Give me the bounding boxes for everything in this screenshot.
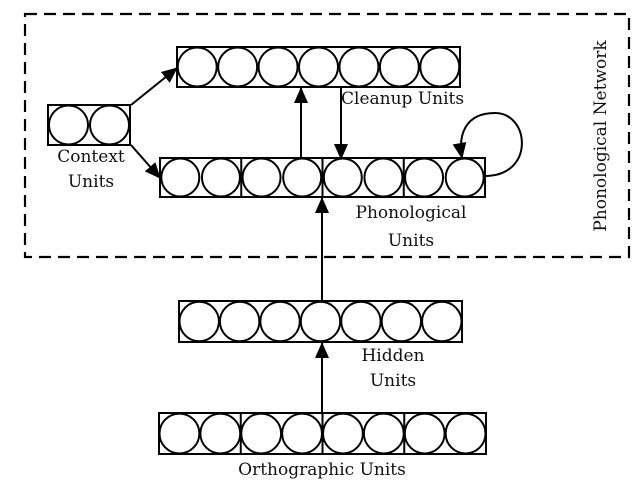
hidden-unit bbox=[259, 300, 301, 343]
cleanup-units-layer bbox=[176, 46, 461, 88]
hidden-units-label-line2: Units bbox=[370, 371, 416, 391]
phonological-units-label-line2: Units bbox=[388, 231, 434, 251]
hidden-unit bbox=[218, 300, 261, 343]
cleanup-unit bbox=[257, 46, 299, 88]
cleanup-unit bbox=[378, 46, 420, 88]
context-units-label-line1: Context bbox=[57, 147, 125, 167]
phonological-unit bbox=[363, 157, 404, 198]
hidden-unit bbox=[380, 300, 423, 343]
arrow-context-to-phonological bbox=[130, 144, 161, 179]
arrow-phonological-self-loop bbox=[452, 111, 523, 177]
phonological-unit bbox=[160, 157, 201, 198]
phonological-units-label-line1: Phonological bbox=[356, 203, 467, 223]
hidden-unit bbox=[299, 300, 342, 343]
context-unit bbox=[48, 104, 89, 146]
cleanup-unit bbox=[338, 46, 380, 88]
phonological-network-label: Phonological Network bbox=[591, 40, 611, 232]
orthographic-unit bbox=[444, 412, 487, 455]
arrow-context-to-cleanup bbox=[130, 67, 178, 106]
orthographic-units-label: Orthographic Units bbox=[238, 460, 406, 480]
phonological-unit bbox=[282, 157, 323, 198]
cleanup-layer-box bbox=[176, 46, 461, 88]
phonological-unit bbox=[200, 157, 241, 198]
cleanup-units-label: Cleanup Units bbox=[341, 89, 464, 109]
phonological-unit bbox=[241, 157, 282, 198]
cleanup-unit bbox=[176, 46, 218, 88]
context-units-layer bbox=[47, 104, 131, 146]
orthographic-units-layer bbox=[158, 412, 487, 455]
cleanup-unit bbox=[217, 46, 259, 88]
hidden-unit bbox=[421, 300, 463, 343]
cleanup-unit bbox=[419, 46, 461, 88]
hidden-units-label-line1: Hidden bbox=[361, 346, 424, 366]
context-units-label-line2: Units bbox=[68, 172, 114, 192]
phonological-network-boundary bbox=[23, 12, 631, 259]
hidden-unit bbox=[340, 300, 382, 343]
context-unit bbox=[89, 104, 130, 146]
cleanup-unit bbox=[298, 46, 339, 88]
hidden-units-layer bbox=[178, 300, 463, 343]
phonological-unit bbox=[404, 157, 445, 198]
phonological-units-layer bbox=[159, 157, 486, 198]
hidden-layer-box bbox=[178, 300, 463, 343]
